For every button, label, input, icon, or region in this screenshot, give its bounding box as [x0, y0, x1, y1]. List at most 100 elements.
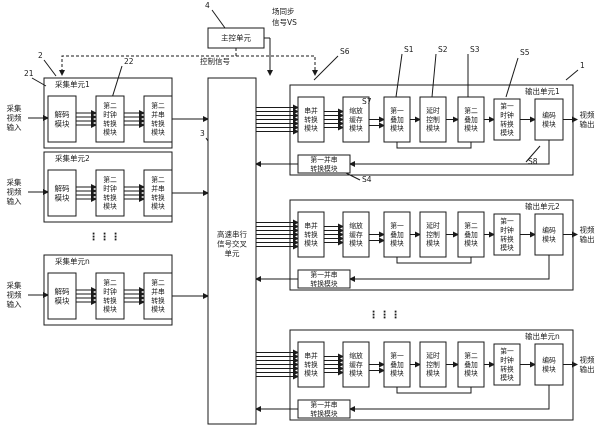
vs-signal-label: 场同步 — [272, 7, 295, 16]
capture-unit-3-decoder-module-line: 解码 — [55, 286, 70, 296]
output-unit-3-clock1-module-line: 时钟 — [500, 355, 514, 364]
output-unit-2-overlay2-module-line: 模块 — [464, 239, 478, 248]
output-unit-1-feedback-line — [349, 140, 550, 167]
output-unit-1-clock1-module-line: 时钟 — [500, 110, 514, 119]
capture-unit-3-title: 采集单元n — [55, 256, 90, 266]
ref-leader-s1 — [395, 53, 403, 98]
capture-unit-2-par2ser2-module-line: 第二 — [151, 175, 165, 184]
output-unit-3-encoder-module — [534, 343, 564, 386]
output-ellipsis: ⋮⋮⋮ — [369, 310, 402, 321]
output-unit-1-par2ser1-module-line: 第一并串 — [310, 155, 337, 164]
output-unit-2-scale-buffer-module-line: 缓存 — [349, 230, 363, 239]
capture-unit-2-input-label-line: 输入 — [7, 196, 22, 206]
ref-numeral-s1: S1 — [404, 45, 414, 54]
output-unit-2-delay-control-module-line: 控制 — [426, 230, 440, 239]
output-unit-2-scale-buffer-module-line: 缩放 — [349, 221, 363, 230]
capture-unit-1-clock2-module-line: 模块 — [103, 128, 117, 137]
capture-unit-3-decoder-module-line: 模块 — [55, 295, 70, 305]
capture-unit-1-par2ser2-module — [143, 95, 173, 143]
output-unit-3-overlay-link — [396, 387, 472, 394]
output-unit-3-ser2par-module-line: 转换 — [304, 360, 318, 369]
output-unit-3 — [289, 329, 574, 421]
output-unit-1-overlay2-module-line: 叠加 — [464, 115, 478, 124]
output-unit-3-output-label-line: 视频 — [580, 354, 595, 364]
capture-unit-1-title: 采集单元1 — [55, 79, 90, 89]
output-unit-1-scale-buffer-module-line: 缓存 — [349, 115, 363, 124]
output-unit-2-scale-buffer-module-line: 模块 — [349, 239, 363, 248]
capture-unit-3-par2ser2-module-line: 转换 — [151, 296, 165, 305]
diagram-blocks — [43, 27, 574, 425]
crosspoint-label-line: 单元 — [225, 248, 240, 258]
output-unit-1 — [289, 84, 574, 176]
output-unit-2-clock1-module — [493, 213, 521, 256]
connector-lines — [28, 9, 579, 412]
ref-numeral-3: 3 — [200, 129, 205, 138]
output-unit-2-overlay1-module-line: 叠加 — [390, 230, 404, 239]
output-unit-2 — [289, 199, 574, 291]
ref-leader-s2 — [431, 53, 437, 98]
output-unit-2-encoder-module — [534, 213, 564, 256]
output-unit-2-encoder-module-line: 编码 — [542, 225, 556, 234]
capture-unit-2-input-label-line: 采集 — [7, 177, 22, 187]
output-unit-1-par2ser1-module — [297, 154, 351, 174]
output-unit-3-encoder-module-line: 模块 — [542, 364, 556, 373]
capture-unit-1-clock2-module — [95, 95, 125, 143]
output-unit-2-title: 输出单元2 — [525, 201, 560, 211]
output-unit-1-ser2par-module — [297, 96, 325, 143]
output-unit-3-overlay1-module — [383, 341, 411, 388]
output-unit-3-overlay2-module-line: 叠加 — [464, 360, 478, 369]
output-unit-3-overlay2-module-line: 模块 — [464, 369, 478, 378]
ref-leader-22 — [111, 65, 123, 99]
master-control-unit-line: 主控单元 — [221, 33, 251, 43]
capture-unit-2-decoder-module — [47, 169, 77, 217]
output-unit-2-delay-control-module-line: 模块 — [426, 239, 440, 248]
output-unit-2-clock1-module-line: 转换 — [500, 234, 514, 243]
capture-unit-3-par2ser2-module-line: 并串 — [151, 287, 165, 296]
capture-unit-2-clock2-module — [95, 169, 125, 217]
ref-leader-s6 — [313, 55, 339, 81]
capture-unit-3-clock2-module-line: 转换 — [103, 296, 117, 305]
output-unit-1-delay-control-module-line: 延时 — [426, 106, 440, 115]
output-unit-3-delay-control-module-line: 延时 — [426, 351, 440, 360]
output-unit-1-overlay1-module-line: 模块 — [390, 124, 404, 133]
ref-numeral-s2: S2 — [438, 45, 448, 54]
ref-numeral-s7: S7 — [362, 97, 372, 106]
output-unit-1-overlay2-module-line: 第二 — [464, 106, 478, 115]
ref-numeral-s4: S4 — [362, 175, 372, 184]
ref-numeral-2: 2 — [38, 51, 43, 60]
output-unit-1-overlay-link — [396, 142, 472, 149]
output-unit-2-ser2par-module — [297, 211, 325, 258]
output-unit-2-ser2par-module-line: 模块 — [304, 239, 318, 248]
capture-unit-3-clock2-module-line: 时钟 — [103, 287, 117, 296]
output-unit-1-scale-buffer-module-line: 模块 — [349, 124, 363, 133]
capture-unit-3-clock2-module-line: 第二 — [103, 278, 117, 287]
ref-leader-4 — [211, 9, 226, 29]
output-unit-2-delay-control-module — [419, 211, 447, 258]
capture-unit-1-par2ser2-module-line: 转换 — [151, 119, 165, 128]
output-unit-2-output-label-line: 输出 — [580, 234, 595, 244]
capture-unit-1-decoder-module-line: 模块 — [55, 118, 70, 128]
capture-unit-1-decoder-module-line: 解码 — [55, 109, 70, 119]
output-unit-2-ser2par-module-line: 转换 — [304, 230, 318, 239]
ref-leader-1 — [565, 69, 579, 81]
capture-unit-1-input-label-line: 视频 — [7, 113, 22, 123]
output-unit-2-scale-buffer-module — [342, 211, 370, 258]
capture-unit-1-par2ser2-module-line: 模块 — [151, 128, 165, 137]
capture-unit-3-input-label-line: 采集 — [7, 280, 22, 290]
output-unit-2-overlay-link — [396, 257, 472, 264]
output-unit-2-overlay1-module-line: 第一 — [390, 221, 404, 230]
ref-leader-s5 — [505, 57, 519, 98]
output-unit-2-overlay2-module — [457, 211, 485, 258]
vs-signal-label: 信号VS — [272, 17, 297, 27]
capture-unit-1-par2ser2-module-line: 第二 — [151, 101, 165, 110]
capture-unit-2-clock2-module-line: 第二 — [103, 175, 117, 184]
output-unit-3-scale-buffer-module-line: 模块 — [349, 369, 363, 378]
master-control-unit — [207, 27, 265, 49]
capture-unit-1-clock2-module-line: 时钟 — [103, 110, 117, 119]
capture-unit-2-par2ser2-module-line: 并串 — [151, 184, 165, 193]
output-unit-1-output-label-line: 输出 — [580, 119, 595, 129]
capture-unit-2-clock2-module-line: 模块 — [103, 202, 117, 211]
ref-leader-2 — [43, 59, 57, 77]
output-unit-1-clock1-module-line: 第一 — [500, 102, 514, 111]
output-unit-1-delay-control-module-line: 模块 — [426, 124, 440, 133]
